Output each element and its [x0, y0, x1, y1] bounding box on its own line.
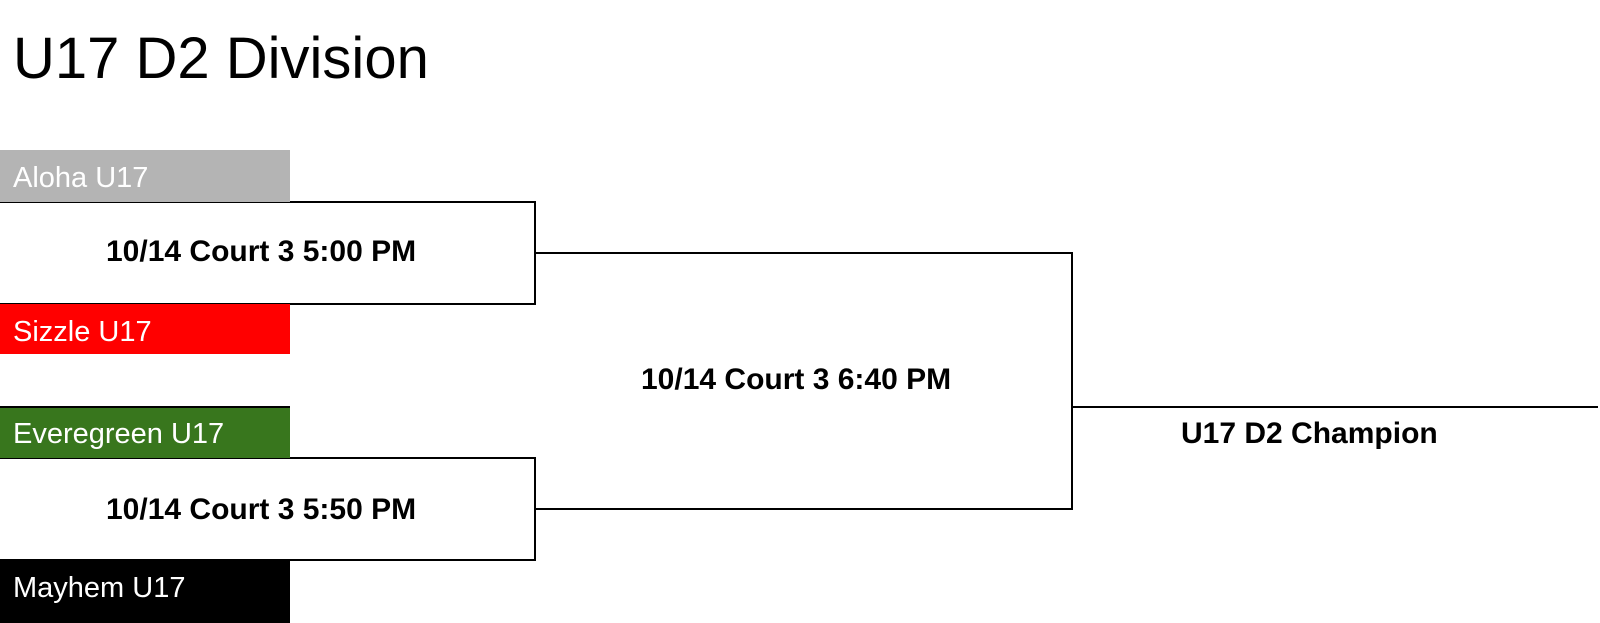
game-1-label: 10/14 Court 3 5:00 PM	[106, 235, 417, 268]
champion-label: U17 D2 Champion	[1181, 417, 1438, 450]
page-title: U17 D2 Division	[13, 26, 429, 91]
team-slot-aloha: Aloha U17	[0, 150, 290, 202]
final-game-label: 10/14 Court 3 6:40 PM	[641, 363, 952, 396]
team-slot-sizzle: Sizzle U17	[0, 304, 290, 354]
team-slot-mayhem: Mayhem U17	[0, 560, 290, 623]
game-2-label: 10/14 Court 3 5:50 PM	[106, 493, 417, 526]
bracket-final-connector	[535, 252, 1073, 510]
team-slot-everegreen: Everegreen U17	[0, 406, 290, 458]
